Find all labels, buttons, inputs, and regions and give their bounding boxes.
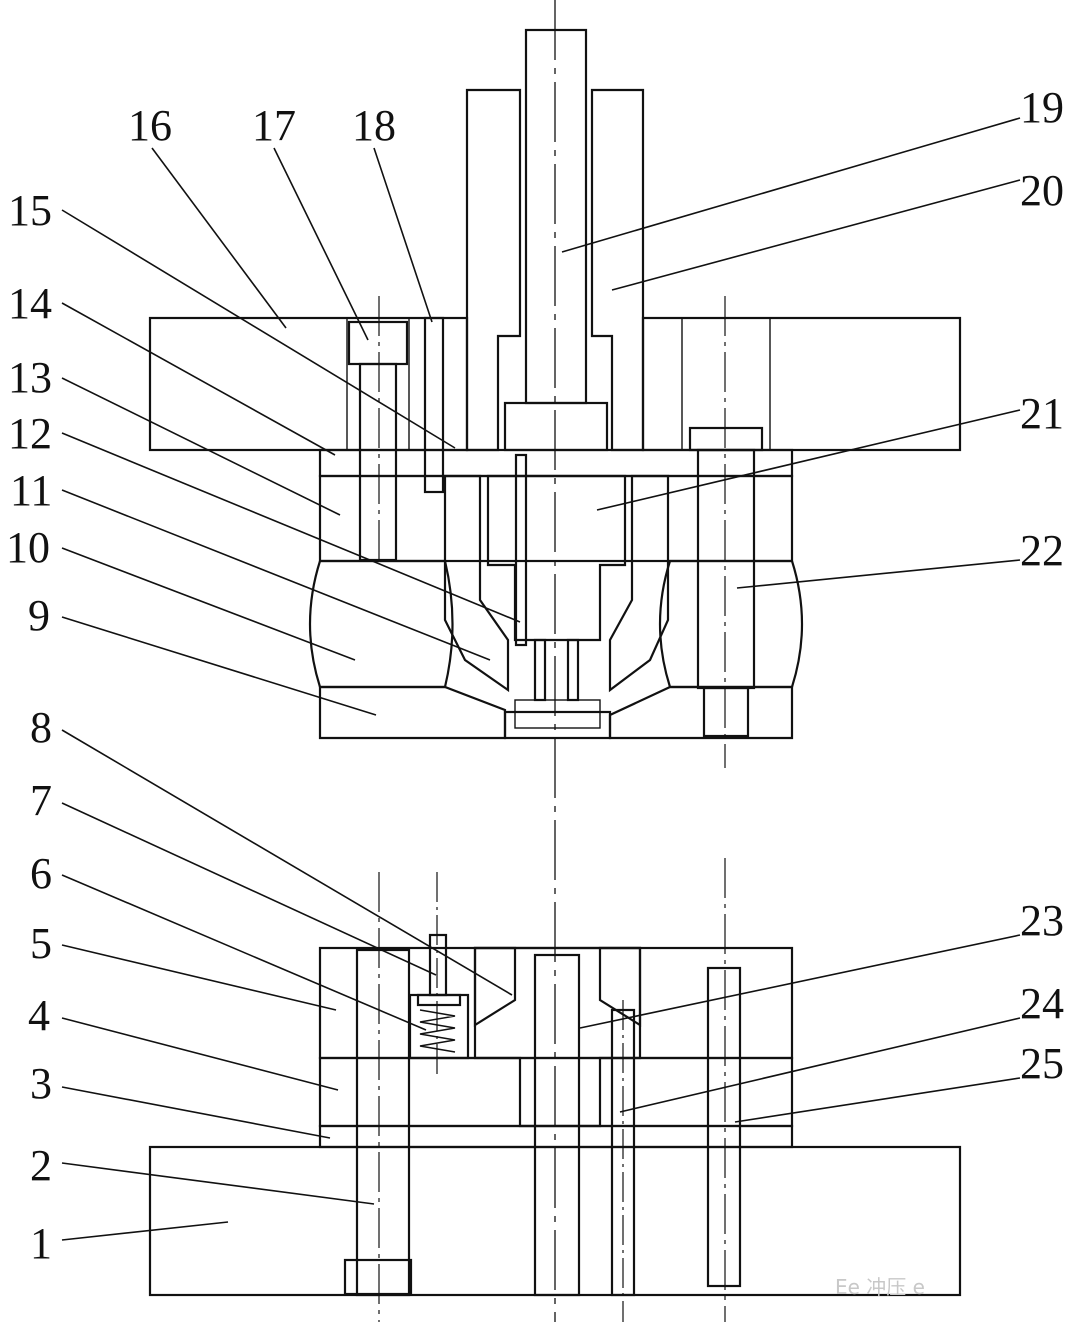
leader-5 xyxy=(61,944,337,1011)
label-8: 8 xyxy=(30,703,52,752)
backing-plate-14 xyxy=(318,448,794,478)
leader-2 xyxy=(61,1162,375,1205)
pin-18 xyxy=(423,316,445,494)
label-20: 20 xyxy=(1020,166,1064,215)
leader-16 xyxy=(151,147,287,329)
label-11: 11 xyxy=(10,466,52,515)
leader-3 xyxy=(61,1086,331,1139)
label-19: 19 xyxy=(1020,83,1064,132)
label-10: 10 xyxy=(6,523,50,572)
bolt-22 xyxy=(696,448,756,690)
leader-17 xyxy=(273,147,369,341)
leader-lines xyxy=(61,117,1021,1241)
lower-die-5 xyxy=(318,946,794,1060)
spring-cap xyxy=(416,993,462,1007)
label-16: 16 xyxy=(128,101,172,150)
label-18: 18 xyxy=(352,101,396,150)
stripper-gap xyxy=(503,710,612,740)
leader-20 xyxy=(611,179,1021,291)
upper-bolt-hole xyxy=(681,317,771,451)
label-22: 22 xyxy=(1020,526,1064,575)
leader-11 xyxy=(61,489,491,661)
shank-left xyxy=(465,88,522,452)
label-1: 1 xyxy=(30,1219,52,1268)
label-7: 7 xyxy=(30,776,52,825)
pin-inner-left xyxy=(514,453,528,647)
screw-2-head xyxy=(343,1258,413,1296)
workpiece-slot xyxy=(514,699,601,729)
punch-12-right xyxy=(608,474,670,693)
label-4: 4 xyxy=(28,991,50,1040)
label-15: 15 xyxy=(8,186,52,235)
leader-6 xyxy=(61,874,427,1031)
watermark: Ee 冲压 e xyxy=(835,1275,925,1299)
label-5: 5 xyxy=(30,919,52,968)
stripper-left xyxy=(318,685,507,740)
leader-24 xyxy=(619,1017,1021,1113)
label-13: 13 xyxy=(8,353,52,402)
label-3: 3 xyxy=(30,1059,52,1108)
fixing-plate-4 xyxy=(318,1056,794,1128)
label-12: 12 xyxy=(8,409,52,458)
screw-17 xyxy=(358,362,398,562)
leader-19 xyxy=(561,117,1021,253)
shank-right xyxy=(590,88,645,452)
punch-8-left xyxy=(473,946,517,1027)
upper-die-holder-right xyxy=(641,316,962,452)
punch-8-right xyxy=(598,946,642,1027)
center-cavity xyxy=(473,946,642,1128)
rubber-right xyxy=(658,559,804,689)
leader-18 xyxy=(373,147,433,323)
leader-21 xyxy=(596,409,1021,511)
leader-1 xyxy=(61,1221,229,1241)
leader-25 xyxy=(734,1077,1021,1123)
label-2: 2 xyxy=(30,1141,52,1190)
leader-22 xyxy=(736,559,1021,589)
leader-13 xyxy=(61,377,341,516)
stripper-right xyxy=(608,685,794,740)
screw-17-head xyxy=(347,320,409,366)
nut-22 xyxy=(702,686,750,738)
leader-15 xyxy=(61,209,456,449)
leader-14 xyxy=(61,302,336,456)
pin-inner-mid xyxy=(533,638,547,702)
stop-pin-7 xyxy=(428,933,448,997)
punch-12 xyxy=(443,474,510,693)
label-25: 25 xyxy=(1020,1039,1064,1088)
leader-12 xyxy=(61,432,521,623)
leader-23 xyxy=(579,934,1021,1029)
part-labels: 1 2 3 4 5 6 7 8 9 10 11 12 13 14 15 16 1… xyxy=(6,83,1064,1268)
pin-inner-right xyxy=(566,638,580,702)
punch-plate-13 xyxy=(318,474,794,563)
label-24: 24 xyxy=(1020,979,1064,1028)
leader-4 xyxy=(61,1017,339,1091)
label-23: 23 xyxy=(1020,896,1064,945)
leader-7 xyxy=(61,802,437,976)
punch-21 xyxy=(486,474,627,642)
label-14: 14 xyxy=(8,279,52,328)
upper-die-holder-left xyxy=(148,316,469,452)
spacer-plate-3 xyxy=(318,1124,794,1149)
label-6: 6 xyxy=(30,849,52,898)
screw-2 xyxy=(355,948,411,1297)
center-ejector-23 xyxy=(533,953,581,1297)
label-9: 9 xyxy=(28,591,50,640)
ejector-rod xyxy=(524,28,588,405)
leader-9 xyxy=(61,616,377,716)
rubber-left xyxy=(308,559,454,689)
ejector-rod-head xyxy=(503,401,609,452)
upper-screw-hole xyxy=(346,317,410,451)
label-21: 21 xyxy=(1020,389,1064,438)
label-17: 17 xyxy=(252,101,296,150)
upper-die xyxy=(148,28,962,740)
center-lines xyxy=(378,0,726,1322)
bolt-22-head xyxy=(688,426,764,452)
leader-10 xyxy=(61,547,356,661)
screw-25 xyxy=(706,966,742,1288)
leader-8 xyxy=(61,729,513,996)
